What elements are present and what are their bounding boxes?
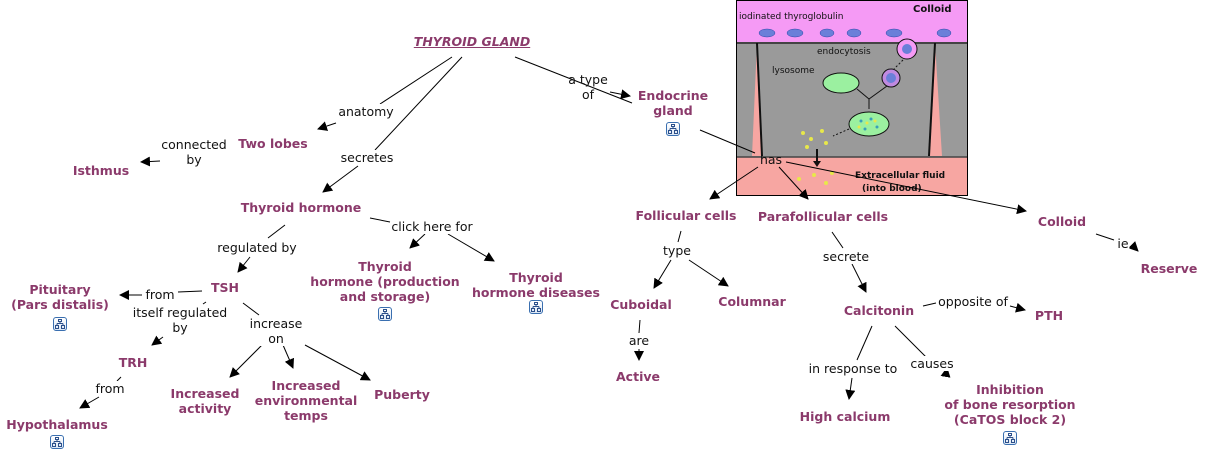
phrase-secretes: secretes (339, 150, 395, 165)
concept-endocrine-gland[interactable]: Endocrine gland (637, 88, 709, 118)
endocytosis-label: endocytosis (817, 47, 871, 57)
link-has-colloid (785, 161, 1027, 215)
phrase-type: type (662, 243, 692, 258)
phrase-secrete: secrete (821, 249, 871, 264)
concept-follicular-cells[interactable]: Follicular cells (635, 208, 737, 223)
concept-cuboidal[interactable]: Cuboidal (610, 297, 672, 312)
follicle-cell-illustration: iodinated thyroglobulin Colloid endocyto… (736, 0, 968, 196)
concept-trh[interactable]: TRH (118, 355, 148, 370)
link-inresponse-highcalcium (845, 377, 856, 400)
concept-hypothalamus[interactable]: Hypothalamus (6, 417, 108, 432)
link-anatomy-twolobes (317, 121, 337, 131)
link-clickhere-diseases (447, 233, 495, 262)
into-blood-label: (into blood) (862, 184, 922, 194)
follicle-cell-drawing (737, 1, 967, 195)
link-trh-from (116, 376, 122, 382)
phrase-causes: causes (909, 356, 955, 371)
concept-thyroid-hormone-diseases[interactable]: Thyroid hormone diseases (472, 270, 600, 300)
concept-parafollicular-cells[interactable]: Parafollicular cells (757, 209, 889, 224)
link-type-cuboidal (653, 259, 672, 289)
submap-icon-pituitary[interactable] (53, 317, 67, 331)
link-para-secrete (831, 231, 844, 249)
concept-two-lobes[interactable]: Two lobes (238, 136, 308, 151)
link-secrete-calcitonin (851, 263, 867, 293)
link-has-follicular (709, 166, 759, 200)
link-calc-causes (894, 325, 927, 358)
concept-columnar[interactable]: Columnar (718, 294, 786, 309)
concept-colloid[interactable]: Colloid (1037, 214, 1087, 229)
link-clickhere-production (409, 233, 426, 249)
submap-icon-production[interactable] (378, 307, 392, 321)
concept-thyroid-hormone-production[interactable]: Thyroid hormone (production and storage) (310, 259, 460, 304)
link-follicular-type (677, 230, 682, 243)
concept-active[interactable]: Active (616, 369, 660, 384)
concept-isthmus[interactable]: Isthmus (72, 163, 130, 178)
link-calc-opposite (922, 302, 937, 307)
link-from-hypothalamus (79, 396, 100, 409)
link-endocrine-has (699, 129, 756, 154)
concept-thyroid-hormone[interactable]: Thyroid hormone (240, 200, 362, 215)
submap-icon-hypothalamus[interactable] (50, 435, 64, 449)
link-regulated-tsh (237, 256, 251, 273)
link-secretes-th (322, 165, 359, 193)
link-has-parafollicular (778, 166, 809, 200)
link-atypeof-endocrine (609, 89, 631, 100)
concept-tsh[interactable]: TSH (211, 280, 239, 295)
link-root-atypeof (514, 56, 633, 104)
link-connectedby-isthmus (140, 156, 161, 167)
phrase-in-response-to: in response to (807, 361, 899, 376)
lysosome-label: lysosome (772, 66, 815, 76)
submap-icon-endocrine[interactable] (666, 122, 680, 136)
link-itselfreg-trh (151, 335, 164, 346)
submap-icon-inhibition[interactable] (1003, 431, 1017, 445)
extracellular-fluid-label: Extracellular fluid (855, 171, 946, 181)
link-tsh-from (177, 290, 203, 293)
link-colloid-ie (1095, 233, 1115, 241)
phrase-connected-by: connected by (160, 137, 228, 167)
link-root-secretes (374, 56, 463, 151)
concept-reserve[interactable]: Reserve (1140, 261, 1198, 276)
link-increase-activity (229, 344, 263, 378)
link-root-anatomy (379, 56, 453, 105)
link-increase-puberty (304, 344, 371, 381)
link-calc-inresponse (856, 325, 873, 361)
concept-thyroid-gland[interactable]: THYROID GLAND (413, 34, 531, 49)
phrase-from-hypothalamus: from (94, 381, 126, 396)
concept-pituitary[interactable]: Pituitary (Pars distalis) (11, 282, 109, 312)
phrase-increase-on: increase on (248, 316, 304, 346)
link-cuboidal-are (638, 319, 641, 334)
phrase-anatomy: anatomy (337, 104, 395, 119)
colloid-image-label: Colloid (913, 4, 952, 15)
submap-icon-diseases[interactable] (529, 300, 543, 314)
concept-calcitonin[interactable]: Calcitonin (843, 303, 915, 318)
link-tsh-increase (242, 302, 260, 316)
link-ie-reserve (1128, 241, 1139, 252)
link-th-clickhere (369, 217, 391, 223)
concept-pth[interactable]: PTH (1034, 308, 1064, 323)
phrase-from-pituitary: from (144, 287, 176, 302)
concept-puberty[interactable]: Puberty (374, 387, 430, 402)
phrase-ie: ie (1116, 236, 1130, 251)
phrase-regulated-by: regulated by (216, 240, 298, 255)
concept-increased-activity[interactable]: Increased activity (170, 386, 240, 416)
iodinated-thyroglobulin-label: iodinated thyroglobulin (739, 12, 844, 22)
concept-increased-environmental-temps[interactable]: Increased environmental temps (254, 378, 358, 423)
phrase-opposite-of: opposite of (937, 294, 1009, 309)
phrase-itself-regulated-by: itself regulated by (131, 305, 229, 335)
phrase-a-type-of: a type of (568, 72, 608, 102)
phrase-are: are (627, 333, 651, 348)
link-increase-env (282, 344, 294, 369)
link-tsh-itselfreg (202, 301, 207, 305)
phrase-click-here-for: click here for (390, 219, 474, 234)
link-th-regulated (267, 224, 286, 239)
phrase-has: has (759, 152, 783, 167)
concept-high-calcium[interactable]: High calcium (799, 409, 891, 424)
link-type-columnar (688, 259, 729, 287)
link-opposite-pth (1009, 302, 1026, 313)
concept-inhibition-bone-resorption[interactable]: Inhibition of bone resorption (CaTOS blo… (944, 382, 1076, 427)
